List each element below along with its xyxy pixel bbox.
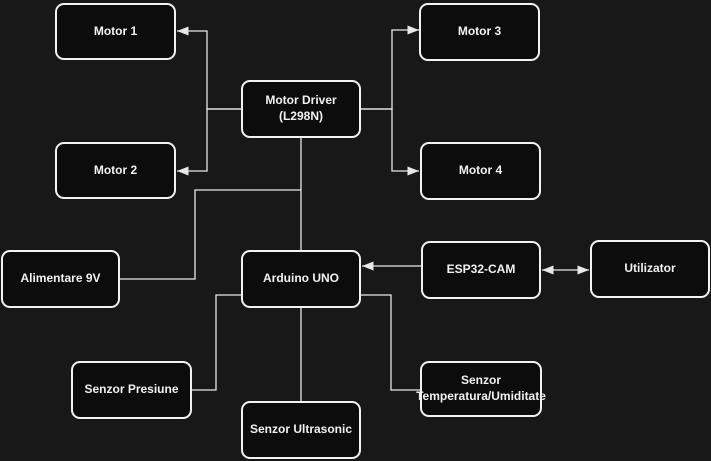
edge-motor-driver-to-motor-3 [361,25,419,110]
edge-senzor-presiune-to-arduino-uno [192,294,241,391]
edge-arduino-uno-to-senzor-temperatura [361,294,420,391]
node-label-senzor-ultrasonic: Senzor Ultrasonic [249,422,353,437]
edge-motor-driver-to-motor-4 [361,108,419,176]
node-utilizator[interactable]: Utilizator [590,240,710,298]
node-motor-2[interactable]: Motor 2 [55,142,176,199]
node-senzor-temperatura[interactable]: Senzor Temperatura/Umiditate [416,361,546,417]
node-label-utilizator: Utilizator [624,261,676,276]
node-label-senzor-presiune: Senzor Presiune [84,382,179,397]
edge-group [120,25,589,401]
node-label-motor-3: Motor 3 [457,24,502,39]
node-label-esp32-cam: ESP32-CAM [446,262,516,277]
node-motor-driver[interactable]: Motor Driver (L298N) [241,80,361,138]
node-motor-3[interactable]: Motor 3 [419,3,540,61]
node-alimentare-9v[interactable]: Alimentare 9V [1,250,120,308]
edge-motor-driver-to-motor-1 [177,26,241,110]
node-label-motor-1: Motor 1 [93,23,138,38]
node-senzor-presiune[interactable]: Senzor Presiune [71,361,192,419]
node-esp32-cam[interactable]: ESP32-CAM [421,241,541,299]
node-label-motor-4: Motor 4 [458,163,503,178]
node-senzor-ultrasonic[interactable]: Senzor Ultrasonic [241,401,361,459]
node-arduino-uno[interactable]: Arduino UNO [241,250,361,308]
node-motor-1[interactable]: Motor 1 [55,3,176,60]
node-label-motor-2: Motor 2 [93,162,138,177]
node-label-senzor-temperatura: Senzor Temperatura/Umiditate [416,373,546,403]
edge-alimentare-9v-to-driver-line [120,189,301,280]
node-label-arduino-uno: Arduino UNO [263,271,339,286]
node-label-motor-driver: Motor Driver (L298N) [265,93,337,123]
edge-motor-driver-to-motor-2 [177,108,241,176]
node-label-alimentare-9v: Alimentare 9V [20,271,101,286]
node-motor-4[interactable]: Motor 4 [420,142,541,200]
